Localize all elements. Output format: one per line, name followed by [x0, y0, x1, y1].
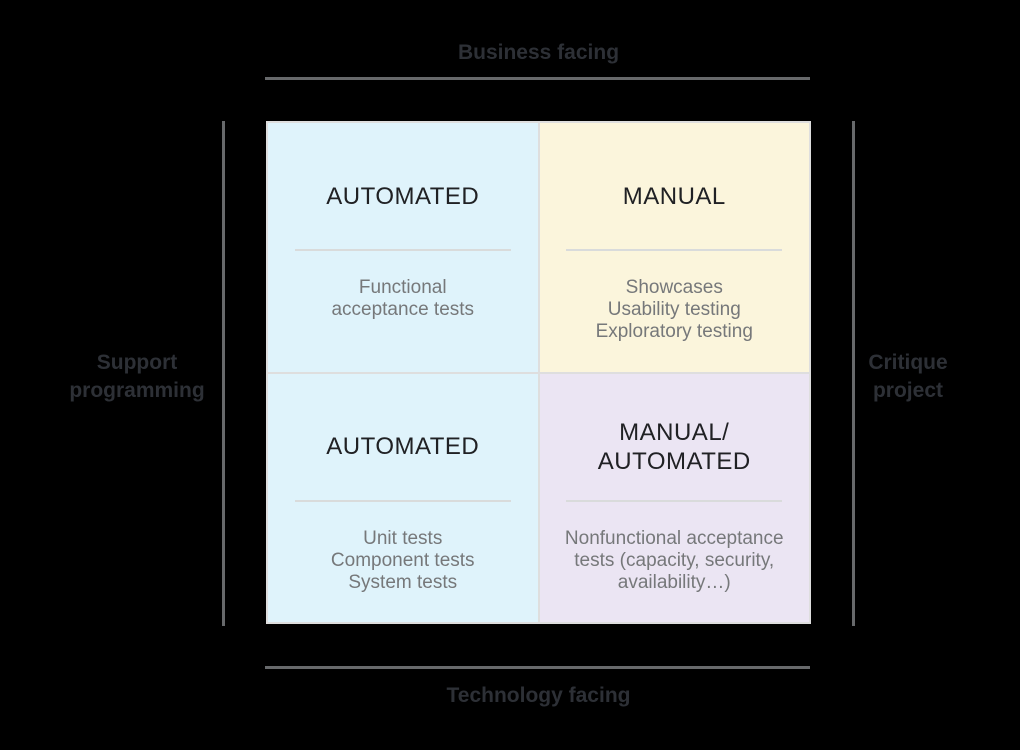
quadrant-grid: AUTOMATED Functional acceptance tests MA… [266, 121, 811, 624]
axis-line-bottom [265, 666, 810, 669]
axis-line-right [852, 121, 855, 626]
quadrant-title: AUTOMATED [326, 182, 480, 210]
axis-label-critique-project: Critique project [868, 351, 948, 402]
quadrant-divider [294, 249, 511, 251]
quadrant-test-list: Unit tests Component tests System tests [330, 527, 475, 593]
quadrant-bottom-right: MANUAL/ AUTOMATED Nonfunctional acceptan… [539, 373, 810, 622]
quadrant-title: MANUAL [622, 182, 726, 210]
quadrant-top-right: MANUAL Showcases Usability testing Explo… [539, 123, 810, 372]
quadrant-test-list: Showcases Usability testing Exploratory … [595, 277, 753, 342]
quadrant-header: AUTOMATED [268, 123, 538, 249]
axis-line-left [222, 121, 225, 626]
axis-label-support-programming: Support programming [69, 351, 205, 402]
quadrant-title: MANUAL/ AUTOMATED [597, 418, 751, 475]
quadrant-test-list: Functional acceptance tests [331, 277, 475, 320]
quadrant-title: AUTOMATED [326, 433, 480, 460]
quadrant-header: MANUAL [540, 123, 810, 249]
quadrant-divider [566, 499, 783, 502]
axis-label-technology-facing: Technology facing [446, 684, 631, 707]
quadrant-bottom-left: AUTOMATED Unit tests Component tests Sys… [268, 373, 538, 622]
axis-line-top [265, 77, 810, 80]
quadrant-test-list: Nonfunctional acceptance tests (capacity… [564, 527, 784, 593]
quadrant-header: AUTOMATED [268, 374, 538, 500]
axis-label-business-facing: Business facing [457, 41, 620, 64]
quadrant-divider [566, 249, 783, 251]
quadrant-header: MANUAL/ AUTOMATED [540, 374, 810, 500]
quadrant-divider [294, 499, 511, 502]
quadrant-top-left: AUTOMATED Functional acceptance tests [268, 123, 538, 372]
